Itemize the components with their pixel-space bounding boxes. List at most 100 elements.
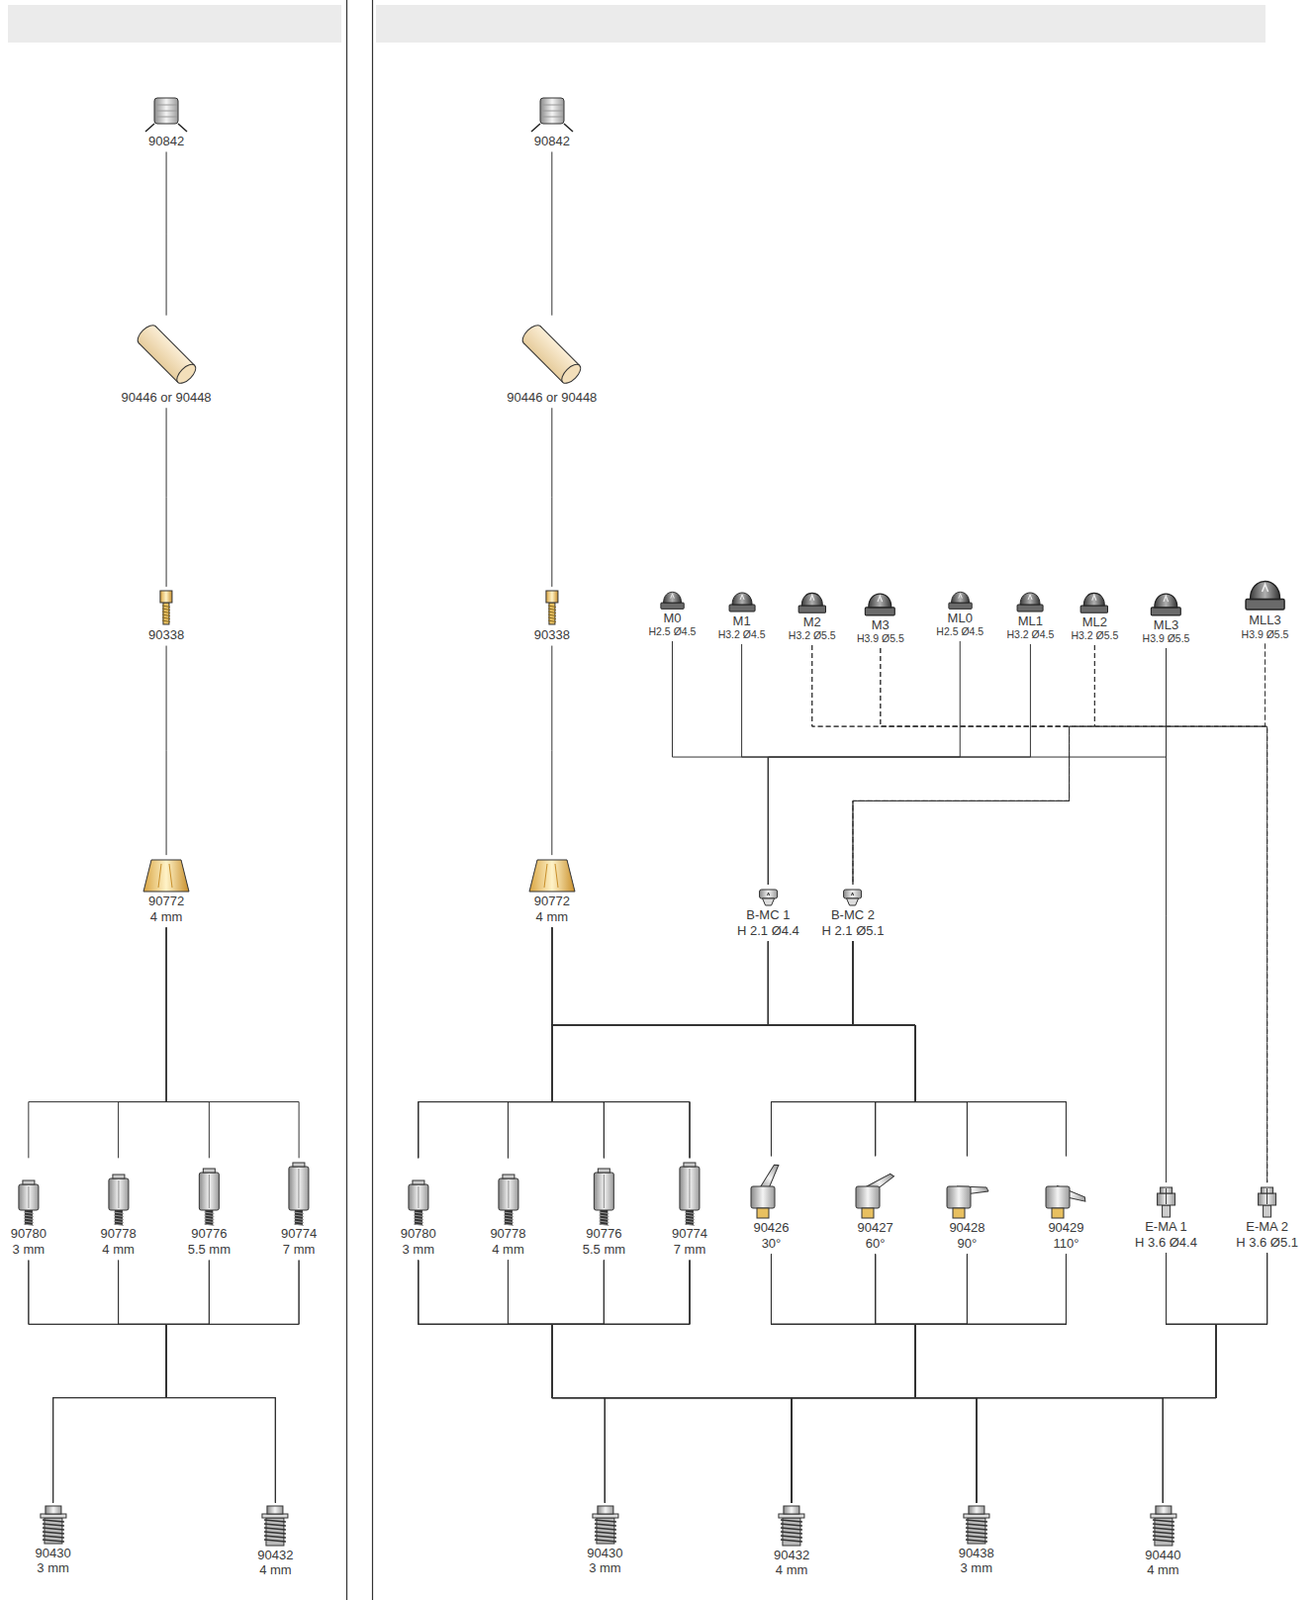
connector-line — [852, 940, 916, 1156]
connector-line — [507, 1260, 1163, 1503]
connector-line — [875, 1253, 977, 1502]
part-node: ML0H2.5 Ø4.5 — [933, 582, 987, 642]
dashed-connector — [852, 645, 1095, 885]
connector-line — [552, 940, 769, 1158]
part-icon — [845, 1158, 906, 1220]
part-icon — [193, 1160, 224, 1226]
part-spec: H3.9 Ø5.5 — [1241, 628, 1290, 642]
part-number: 90446 or 90448 — [506, 389, 597, 406]
part-spec: H 2.1 Ø5.1 — [822, 923, 885, 939]
connector-line — [791, 1253, 1066, 1502]
part-spec: 4 mm — [1146, 1562, 1180, 1579]
part-node: 90446 or 90448 — [503, 315, 600, 409]
part-icon — [840, 887, 866, 908]
part-spec: H3.2 Ø5.5 — [788, 629, 837, 643]
connector-line — [976, 1252, 1268, 1503]
part-spec: H3.2 Ø5.5 — [1070, 629, 1119, 643]
header-band — [375, 4, 1266, 43]
part-icon — [403, 1160, 434, 1226]
part-spec: H 2.1 Ø4.4 — [737, 923, 800, 939]
part-icon — [1015, 585, 1045, 614]
part-spec: 4 mm — [259, 1562, 292, 1579]
part-number: 90842 — [148, 133, 185, 150]
part-spec: 4 mm — [536, 909, 569, 926]
connector-line — [418, 1260, 606, 1503]
connector-line — [552, 940, 769, 1158]
column-separator — [372, 0, 374, 1600]
connector-line — [551, 407, 553, 587]
connector-line — [118, 927, 167, 1158]
connector-line — [604, 1253, 1066, 1502]
part-number: 90780 — [10, 1225, 47, 1242]
connector-line — [671, 641, 768, 885]
part-node: 907724 mm — [524, 854, 580, 928]
part-number: 90778 — [100, 1225, 137, 1242]
part-spec: 110° — [1053, 1235, 1080, 1252]
connector-line — [166, 1260, 276, 1503]
connector-line — [507, 940, 768, 1158]
connector-line — [875, 1253, 1164, 1502]
connector-line — [915, 1253, 1164, 1502]
part-spec: 5.5 mm — [187, 1241, 231, 1258]
part-number: M0 — [662, 610, 681, 627]
part-icon — [754, 887, 781, 908]
part-icon — [128, 318, 204, 390]
connector-line — [166, 927, 299, 1158]
dashed-connector — [852, 644, 1266, 885]
part-node: ML3H3.9 Ø5.5 — [1139, 582, 1194, 649]
dashed-connector — [852, 648, 1070, 885]
connector-line — [1165, 648, 1167, 1183]
part-number: 90426 — [752, 1219, 789, 1236]
connector-line — [767, 940, 915, 1156]
part-icon — [674, 1160, 705, 1226]
part-node: 907803 mm — [7, 1157, 50, 1260]
part-number: M1 — [733, 613, 751, 630]
part-icon — [283, 1160, 314, 1226]
part-number: 90774 — [281, 1225, 317, 1242]
connector-line — [507, 1260, 976, 1503]
part-number: 90446 or 90448 — [121, 389, 212, 406]
connector-line — [166, 407, 168, 587]
part-node: E-MA 1H 3.6 Ø4.4 — [1131, 1182, 1201, 1253]
part-number: B-MC 1 — [746, 907, 790, 924]
connector-line — [791, 1252, 1217, 1503]
part-node: 904383 mm — [955, 1502, 998, 1580]
part-node: 9042890° — [934, 1155, 1000, 1254]
part-spec: 7 mm — [282, 1241, 316, 1258]
connector-line — [552, 927, 916, 1156]
connector-line — [552, 927, 690, 1158]
part-node: 9042760° — [843, 1155, 909, 1254]
dashed-connector — [880, 648, 1268, 1183]
connector-line — [791, 1252, 1267, 1503]
part-node: 907765.5 mm — [185, 1157, 234, 1260]
connector-line — [552, 1260, 977, 1503]
connector-line — [604, 1252, 1217, 1503]
part-number: MLL3 — [1248, 612, 1282, 629]
part-node: M1H3.2 Ø4.5 — [715, 582, 769, 645]
connector-line — [767, 940, 915, 1156]
part-icon — [741, 1158, 801, 1220]
connector-line — [915, 1253, 1067, 1502]
connector-line — [552, 940, 853, 1158]
part-icon — [530, 93, 574, 134]
part-number: 90774 — [671, 1225, 708, 1242]
part-node: 90446 or 90448 — [118, 315, 215, 409]
part-node: 907724 mm — [138, 854, 194, 928]
connector-line — [852, 940, 967, 1156]
connector-line — [552, 1260, 606, 1503]
part-node: M3H3.9 Ø5.5 — [853, 582, 908, 649]
part-icon — [514, 318, 590, 390]
part-node: ML1H3.2 Ø4.5 — [1003, 582, 1057, 645]
part-number: E-MA 2 — [1245, 1219, 1289, 1235]
part-icon — [727, 585, 757, 614]
part-number: 90842 — [534, 133, 570, 150]
part-icon — [1254, 1185, 1281, 1220]
part-number: 90780 — [400, 1225, 437, 1242]
part-number: ML0 — [947, 610, 973, 627]
part-node: MLL3H3.9 Ø5.5 — [1238, 567, 1293, 644]
part-number: 90438 — [958, 1545, 995, 1562]
part-node: 904404 mm — [1141, 1502, 1184, 1582]
part-spec: 4 mm — [491, 1241, 525, 1258]
connector-line — [552, 1260, 1164, 1503]
